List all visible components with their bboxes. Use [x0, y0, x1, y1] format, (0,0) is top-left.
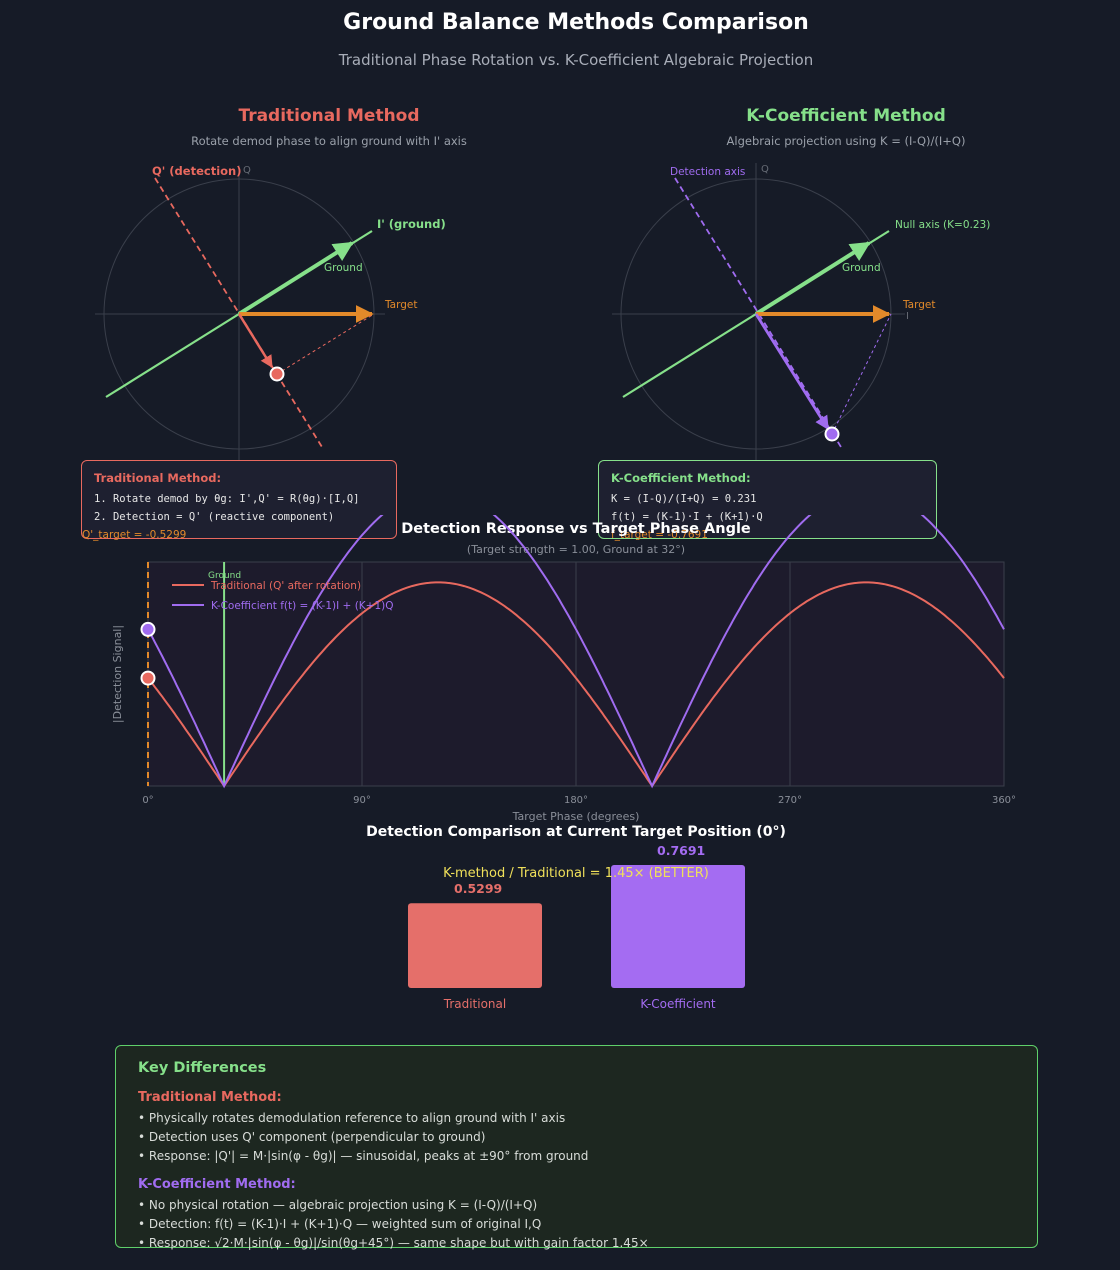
projection-point [824, 426, 840, 442]
k-box-line1: K = (I-Q)/(I+Q) = 0.231 [611, 493, 757, 505]
k-box-heading: K-Coefficient Method: [611, 471, 751, 485]
null-axis-label: Null axis (K=0.23) [895, 219, 990, 231]
ground-vector-label: Ground [842, 262, 881, 274]
projection-vector [237, 313, 274, 369]
detection-axis-label: Detection axis [670, 166, 745, 178]
i-axis-label: I [906, 311, 909, 322]
current-point-k-coefficient [140, 621, 156, 637]
k-box-line2: f(t) = (K-1)·I + (K+1)·Q [611, 511, 763, 523]
page-subtitle: Traditional Phase Rotation vs. K-Coeffic… [338, 51, 814, 69]
q-axis-label: Q [243, 165, 251, 176]
y-axis-label: |Detection Signal| [111, 625, 124, 723]
traditional-phasor-diagram: Q Q' (detection) I' (ground) Ground Targ… [95, 164, 446, 460]
projection-line [831, 313, 892, 435]
bar-chart-title: Detection Comparison at Current Target P… [366, 824, 786, 840]
traditional-panel-description: Rotate demod phase to align ground with … [191, 134, 467, 148]
detection-axis-line [154, 177, 323, 448]
bar-k-coefficient [611, 864, 745, 988]
chart-subtitle: (Target strength = 1.00, Ground at 32°) [467, 543, 685, 556]
traditional-box-heading: Traditional Method: [94, 471, 222, 485]
detection-response-chart: Detection Response vs Target Phase Angle… [111, 515, 1016, 823]
bar-category-label-k-coefficient: K-Coefficient [640, 997, 716, 1011]
bar-value-label-traditional: 0.5299 [454, 881, 502, 896]
legend-label-k: K-Coefficient f(t) = (K-1)I + (K+1)Q [211, 600, 394, 612]
kd-k-heading: K-Coefficient Method: [138, 1177, 296, 1192]
detection-comparison-bar-chart: Detection Comparison at Current Target P… [366, 824, 786, 1011]
legend-label-traditional: Traditional (Q' after rotation) [210, 580, 361, 592]
k-phasor-diagram: Q I Detection axis Null axis (K=0.23) Gr… [612, 163, 990, 460]
x-tick-label: 0° [142, 795, 153, 806]
x-tick-label: 90° [353, 795, 371, 806]
k-box-note: f_target = -0.7691 [611, 529, 708, 541]
x-axis-label: Target Phase (degrees) [512, 810, 640, 823]
kd-k-item-1: • No physical rotation — algebraic proje… [138, 1198, 538, 1212]
kd-k-item-2: • Detection: f(t) = (K-1)·I + (K+1)·Q — … [138, 1217, 542, 1231]
ground-marker-label: Ground [208, 571, 241, 581]
ground-vector [754, 241, 871, 316]
chart-legend: Traditional (Q' after rotation) K-Coeffi… [172, 580, 394, 612]
x-tick-label: 360° [992, 795, 1016, 806]
traditional-panel-title: Traditional Method [238, 106, 420, 126]
traditional-info-box: Traditional Method: 1. Rotate demod by θ… [81, 460, 397, 541]
key-differences-box: Key Differences Traditional Method: • Ph… [115, 1045, 1038, 1250]
kd-traditional-heading: Traditional Method: [138, 1090, 282, 1105]
projection-point [269, 366, 285, 382]
q-axis-label: Q [761, 164, 769, 175]
detection-axis-label: Q' (detection) [152, 164, 241, 178]
series-line-k-coefficient [147, 515, 1005, 789]
series-line-traditional [147, 581, 1005, 788]
target-label: Target [384, 299, 417, 311]
bar-category-label-traditional: Traditional [443, 997, 506, 1011]
k-info-box: K-Coefficient Method: K = (I-Q)/(I+Q) = … [598, 460, 937, 541]
traditional-box-line2: 2. Detection = Q' (reactive component) [94, 511, 335, 523]
traditional-box-note: Q'_target = -0.5299 [82, 529, 187, 541]
chart-title: Detection Response vs Target Phase Angle [401, 521, 751, 537]
page-title: Ground Balance Methods Comparison [343, 10, 809, 35]
traditional-box-line1: 1. Rotate demod by θg: I',Q' = R(θg)·[I,… [94, 493, 360, 505]
projection-line [276, 313, 375, 375]
target-label: Target [902, 299, 935, 311]
current-point-traditional [140, 670, 156, 686]
kd-traditional-item-3: • Response: |Q'| = M·|sin(φ - θg)| — sin… [138, 1149, 589, 1163]
kd-traditional-item-2: • Detection uses Q' component (perpendic… [138, 1130, 486, 1144]
bar-traditional [408, 903, 542, 988]
ground-vector [237, 241, 354, 316]
kd-k-item-3: • Response: √2·M·|sin(φ - θg)|/sin(θg+45… [138, 1236, 649, 1250]
ground-vector-label: Ground [324, 262, 363, 274]
ratio-annotation: K-method / Traditional = 1.45× (BETTER) [443, 866, 709, 881]
kd-traditional-item-1: • Physically rotates demodulation refere… [138, 1111, 566, 1125]
k-panel-description: Algebraic projection using K = (I-Q)/(I+… [726, 134, 966, 148]
detection-axis-line [674, 177, 842, 448]
bar-value-label-k-coefficient: 0.7691 [657, 843, 705, 858]
key-differences-title: Key Differences [138, 1060, 267, 1076]
x-tick-label: 270° [778, 795, 802, 806]
projection-vector [754, 313, 830, 431]
x-tick-label: 180° [564, 795, 588, 806]
k-panel-title: K-Coefficient Method [746, 106, 946, 126]
ground-axis-label: I' (ground) [377, 217, 446, 231]
